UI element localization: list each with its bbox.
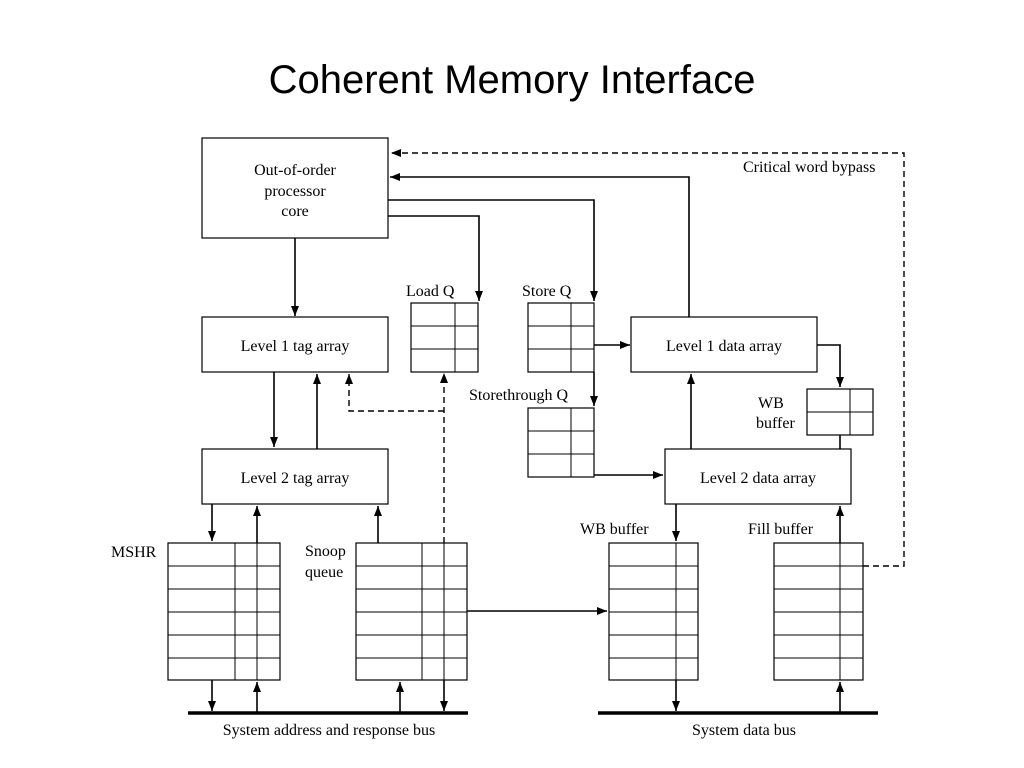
load-queue-label: Load Q xyxy=(406,283,455,300)
dashed-connections xyxy=(345,149,905,567)
level2-data-array-label: Level 2 data array xyxy=(700,470,816,487)
wb-buffer-small: WB buffer xyxy=(756,388,874,436)
slide-title: Coherent Memory Interface xyxy=(268,58,756,102)
level1-data-array-box: Level 1 data array xyxy=(630,316,818,373)
snoop-queue-buffer: Snoop queue xyxy=(305,542,468,681)
critical-word-bypass-label: Critical word bypass xyxy=(743,159,875,176)
processor-core-label-1: Out-of-order xyxy=(254,162,336,179)
level2-tag-array-label: Level 2 tag array xyxy=(241,470,350,487)
mshr-buffer: MSHR xyxy=(111,542,281,681)
level2-tag-array-box: Level 2 tag array xyxy=(201,448,389,505)
wb-buffer-label: WB buffer xyxy=(580,521,649,538)
wb-buffer: WB buffer xyxy=(580,521,699,681)
fill-buffer: Fill buffer xyxy=(748,521,864,681)
store-queue: Store Q xyxy=(522,283,595,373)
system-data-bus-label: System data bus xyxy=(692,722,796,739)
fill-buffer-label: Fill buffer xyxy=(748,521,814,538)
level1-data-array-label: Level 1 data array xyxy=(666,338,782,355)
level2-data-array-box: Level 2 data array xyxy=(664,448,852,505)
wb-buffer-small-label-1: WB xyxy=(758,395,784,412)
processor-core-label-2: processor xyxy=(264,183,326,200)
storethrough-queue: Storethrough Q xyxy=(469,387,595,478)
level1-tag-array-label: Level 1 tag array xyxy=(241,338,350,355)
level1-tag-array-box: Level 1 tag array xyxy=(201,316,389,373)
wb-buffer-small-label-2: buffer xyxy=(756,415,795,432)
system-address-bus-label: System address and response bus xyxy=(223,722,435,739)
processor-core-box: Out-of-order processor core xyxy=(201,137,389,239)
solid-connections xyxy=(208,173,844,713)
snoop-queue-label-1: Snoop xyxy=(305,543,346,560)
load-queue: Load Q xyxy=(406,283,479,373)
store-queue-label: Store Q xyxy=(522,283,572,300)
storethrough-queue-label: Storethrough Q xyxy=(469,387,569,404)
snoop-queue-label-2: queue xyxy=(305,564,343,581)
processor-core-label-3: core xyxy=(281,203,309,220)
mshr-label: MSHR xyxy=(111,544,157,561)
